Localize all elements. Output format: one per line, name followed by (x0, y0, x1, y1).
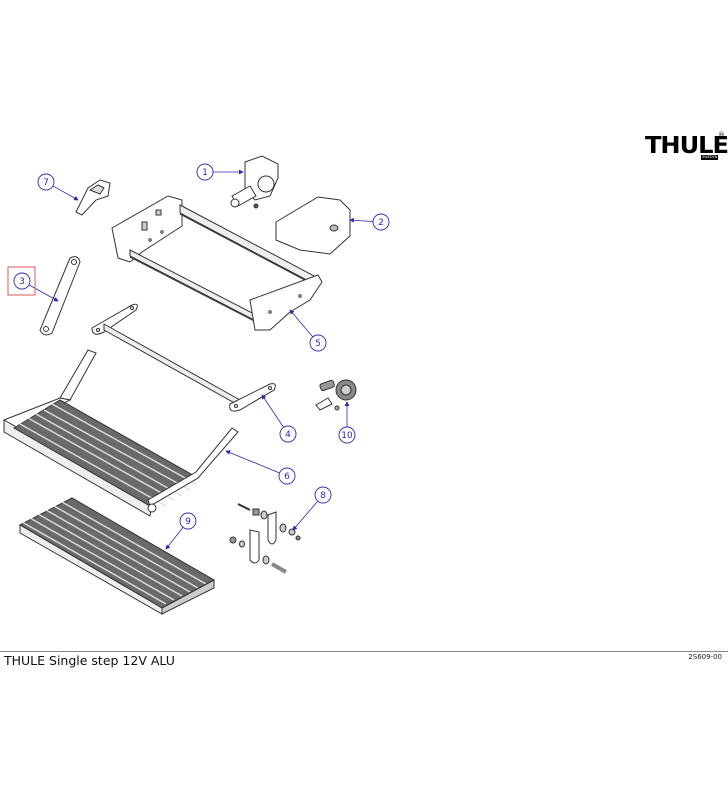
footer-divider (0, 651, 728, 652)
callout-circle (13, 272, 31, 290)
callout-circle (314, 486, 332, 504)
part-step-axle (91, 303, 276, 412)
part-frame (111, 195, 323, 331)
leader-line (261, 394, 284, 428)
callout-layer: 1 2 3 4 5 6 7 8 9 10 (13, 163, 390, 550)
part-gear-set (315, 379, 357, 411)
callout-circle (37, 173, 55, 191)
callout-number: 8 (320, 491, 326, 501)
part-tread-plate (18, 497, 216, 615)
callout-number: 3 (19, 277, 25, 287)
leader-line (292, 500, 319, 531)
drawing-number: 2S609-00 (688, 653, 722, 661)
callout-2[interactable]: 2 (349, 213, 390, 231)
selected-callout-highlight (7, 266, 36, 296)
callout-number: 7 (43, 178, 49, 188)
leader-line (289, 309, 314, 338)
thule-logo: THULE ® SWEDEN (645, 131, 728, 163)
logo-text: THULE (645, 133, 728, 159)
leader-line (28, 284, 59, 302)
part-bracket (75, 179, 111, 216)
callout-1[interactable]: 1 (196, 163, 244, 181)
callout-number: 4 (285, 430, 291, 440)
callout-circle (372, 213, 390, 231)
registered-mark: ® (718, 131, 725, 139)
part-arm (39, 256, 81, 336)
leader-line (225, 450, 280, 474)
callout-number: 6 (284, 472, 290, 482)
callout-3[interactable]: 3 (13, 272, 59, 302)
callout-circle (179, 512, 197, 530)
callout-circle (279, 425, 297, 443)
callout-number: 1 (202, 168, 208, 178)
callout-circle (309, 334, 327, 352)
leader-line (349, 217, 374, 223)
logo-subtext: SWEDEN (701, 155, 719, 160)
leader-line (52, 185, 79, 201)
callout-5[interactable]: 5 (289, 309, 327, 352)
callout-number: 5 (315, 339, 321, 349)
part-motor (230, 155, 279, 209)
callout-circle (338, 426, 356, 444)
callout-6[interactable]: 6 (225, 450, 296, 485)
callout-circle (278, 467, 296, 485)
callout-9[interactable]: 9 (165, 512, 197, 550)
callout-circle (196, 163, 214, 181)
callout-number: 2 (378, 218, 384, 228)
callout-number: 10 (341, 431, 353, 441)
part-step-frame (3, 349, 239, 517)
callout-number: 9 (185, 517, 191, 527)
callout-4[interactable]: 4 (261, 394, 297, 443)
callout-10[interactable]: 10 (338, 401, 356, 444)
callout-8[interactable]: 8 (292, 486, 332, 531)
callout-7[interactable]: 7 (37, 173, 79, 201)
leader-line (165, 527, 184, 550)
part-motor-cover (275, 196, 351, 255)
part-hardware-kit (229, 503, 301, 574)
diagram-title: THULE Single step 12V ALU (4, 653, 175, 668)
